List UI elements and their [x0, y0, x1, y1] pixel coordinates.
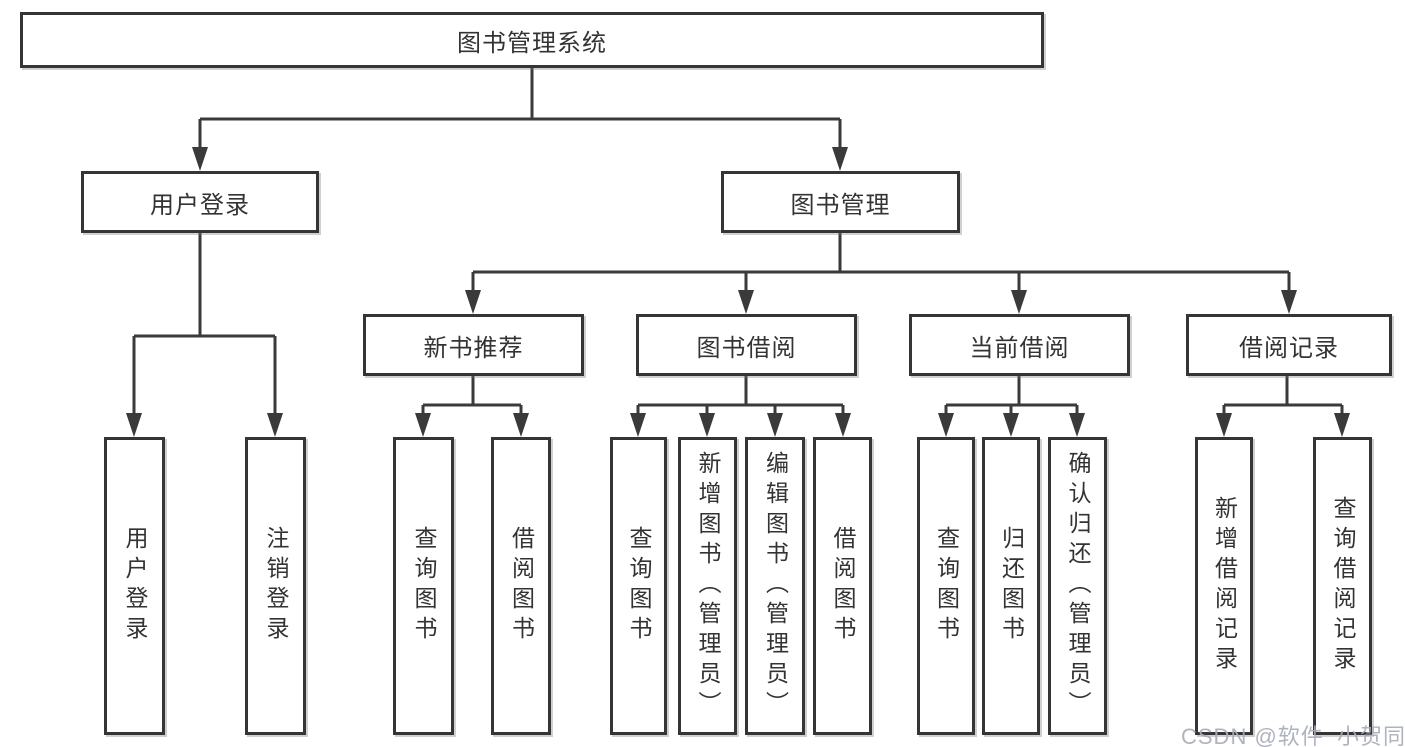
node-label: 图书管理系统	[457, 29, 607, 57]
node-label: 当前借阅	[969, 334, 1070, 362]
leaf-add-books-admin: 新增图书（管理员）	[678, 437, 737, 735]
node-label: 查询图书	[626, 526, 652, 646]
leaf-edit-books-admin: 编辑图书（管理员）	[745, 437, 805, 735]
node-label: 新书推荐	[423, 334, 524, 362]
node-book-management: 图书管理	[721, 171, 960, 233]
leaf-query-books-borrow: 查询图书	[610, 437, 667, 735]
node-label: 归还图书	[998, 526, 1025, 646]
node-label: 新增借阅记录	[1211, 496, 1238, 676]
node-borrowing-records: 借阅记录	[1186, 314, 1392, 376]
leaf-return-books: 归还图书	[982, 437, 1040, 735]
node-label: 查询图书	[411, 526, 437, 646]
leaf-logout: 注销登录	[245, 437, 306, 735]
leaf-query-borrow-record: 查询借阅记录	[1313, 437, 1372, 735]
node-label: 确认归还（管理员）	[1065, 451, 1091, 721]
leaf-user-login: 用户登录	[104, 437, 165, 735]
leaf-query-books-current: 查询图书	[917, 437, 975, 735]
node-label: 借阅图书	[830, 526, 856, 646]
node-label: 图书管理	[790, 191, 891, 219]
node-label: 图书借阅	[696, 334, 797, 362]
leaf-query-books-recommend: 查询图书	[393, 437, 454, 735]
node-label: 借阅记录	[1239, 334, 1339, 362]
node-label: 查询借阅记录	[1330, 496, 1356, 676]
node-label: 查询图书	[933, 526, 960, 646]
node-library-management-system: 图书管理系统	[20, 12, 1044, 68]
node-current-borrowing: 当前借阅	[909, 314, 1130, 376]
node-label: 注销登录	[263, 526, 289, 646]
leaf-confirm-return-admin: 确认归还（管理员）	[1048, 437, 1107, 735]
node-label: 新增图书（管理员）	[695, 451, 721, 721]
node-user-login: 用户登录	[81, 171, 319, 233]
arrowheads	[126, 147, 1350, 437]
leaf-add-borrow-record: 新增借阅记录	[1195, 437, 1253, 735]
node-new-book-recommend: 新书推荐	[363, 314, 584, 376]
leaf-borrow-books-recommend: 借阅图书	[491, 437, 551, 735]
node-label: 用户登录	[150, 191, 250, 219]
node-label: 借阅图书	[508, 526, 535, 646]
node-label: 编辑图书（管理员）	[762, 451, 789, 721]
leaf-borrow-books: 借阅图书	[813, 437, 872, 735]
node-label: 用户登录	[122, 526, 148, 646]
node-book-borrowing: 图书借阅	[636, 314, 857, 376]
